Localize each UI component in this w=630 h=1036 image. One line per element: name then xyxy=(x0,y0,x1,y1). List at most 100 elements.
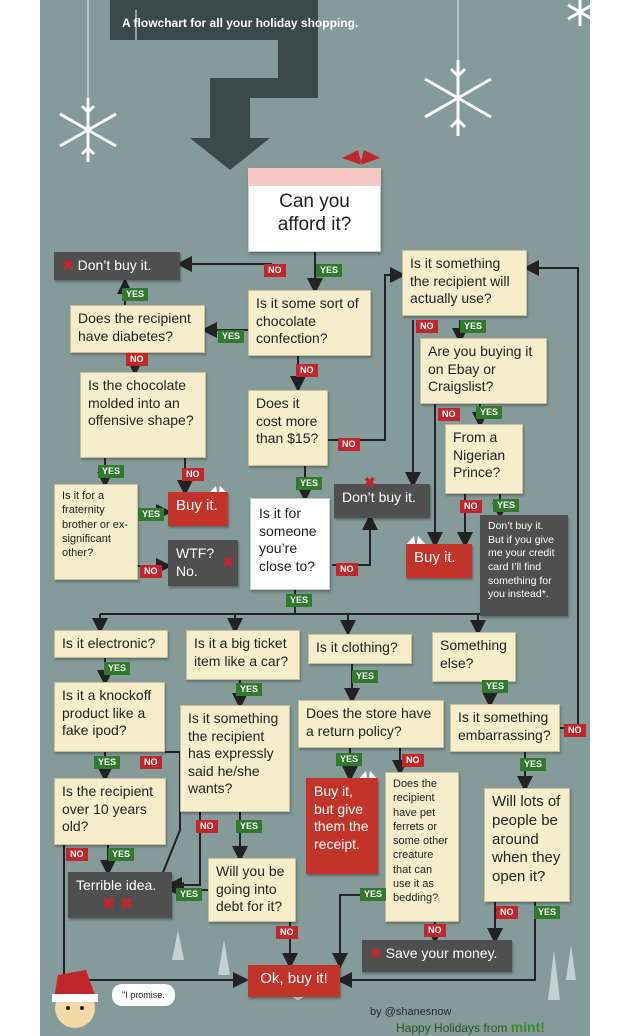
clothing-question: Is it clothing? xyxy=(308,634,412,664)
root-question: Can you afford it? xyxy=(277,191,352,236)
buy-receipt-box: Buy it, but give them the receipt. xyxy=(306,778,378,874)
save-money-label: Save your money. xyxy=(385,945,498,961)
big-ticket-question: Is it a big ticket item like a car? xyxy=(186,630,300,680)
tag-yes: YES xyxy=(482,680,509,693)
holidays-text: Happy Holidays from xyxy=(396,1021,508,1035)
wtf-box: WTF? No. ✖ xyxy=(168,540,238,586)
ok-buy-box: Ok, buy it! xyxy=(248,965,340,997)
tag-no: NO xyxy=(438,408,460,421)
byline: by @shanesnow xyxy=(370,1006,452,1018)
tag-yes: YES xyxy=(94,756,121,769)
tag-yes: YES xyxy=(236,683,263,696)
ferrets-question: Does the recipient have pet ferrets or s… xyxy=(385,772,459,922)
actually-use-question: Is it something the recipient will actua… xyxy=(402,250,527,316)
fraternity-question: Is it for a fraternity brother or ex-sig… xyxy=(54,484,138,580)
tag-yes: YES xyxy=(138,508,165,521)
tag-no: NO xyxy=(460,500,482,513)
root-question-box: Can you afford it? xyxy=(248,168,381,252)
tag-yes: YES xyxy=(520,758,547,771)
debt-question: Will you be going into debt for it? xyxy=(208,858,296,922)
tag-yes: YES xyxy=(352,670,379,683)
over-10-question: Is the recipient over 10 years old? xyxy=(54,778,166,845)
tree-1 xyxy=(218,940,230,975)
x-icon: ✖ ✖ xyxy=(102,895,134,913)
tag-no: NO xyxy=(296,364,318,377)
gift-bow-root xyxy=(342,150,380,165)
dont-buy-box-1: ✖ Don’t buy it. xyxy=(54,252,180,280)
tag-no: NO xyxy=(264,264,286,277)
x-icon: ✖ xyxy=(370,945,386,961)
tag-yes: YES xyxy=(316,264,343,277)
buy-it-box-1: Buy it. xyxy=(168,492,228,526)
mint-logo: mint! xyxy=(510,1019,545,1035)
something-else-question: Something else? xyxy=(432,632,516,682)
chocolate-question: Is it some sort of chocolate confection? xyxy=(248,290,371,356)
prince-reply: Don’t buy it. But if you give me your cr… xyxy=(480,515,568,616)
tag-no: NO xyxy=(140,756,162,769)
tag-yes: YES xyxy=(476,406,503,419)
holidays-line: Happy Holidays from mint! xyxy=(396,1019,545,1035)
x-icon: ✖ xyxy=(62,257,78,273)
terrible-label: Terrible idea. xyxy=(76,877,157,893)
snowflake-left xyxy=(59,10,137,162)
wtf-label: WTF? No. xyxy=(176,545,215,579)
tag-yes: YES xyxy=(460,320,487,333)
tree-3 xyxy=(566,945,576,980)
dont-buy-label-2: Don’t buy it. xyxy=(342,489,416,505)
molded-question: Is the chocolate molded into an offensiv… xyxy=(80,372,206,458)
return-policy-question: Does the store have a return policy? xyxy=(298,700,444,748)
lots-people-question: Will lots of people be around when they … xyxy=(484,788,570,902)
tag-no: NO xyxy=(338,438,360,451)
tag-no: NO xyxy=(402,754,424,767)
tag-no: NO xyxy=(276,926,298,939)
dont-buy-label-1: Don’t buy it. xyxy=(77,257,152,273)
tag-yes: YES xyxy=(108,848,135,861)
tag-yes: YES xyxy=(176,888,203,901)
ebay-question: Are you buying it on Ebay or Craigslist? xyxy=(420,338,547,404)
tag-no: NO xyxy=(66,848,88,861)
tag-yes: YES xyxy=(534,906,561,919)
expressly-question: Is it something the recipient has expres… xyxy=(180,705,290,812)
tag-no: NO xyxy=(336,563,358,576)
intro-arrow xyxy=(110,0,318,170)
tag-no: NO xyxy=(126,353,148,366)
subtitle: A flowchart for all your holiday shoppin… xyxy=(122,16,359,30)
tag-no: NO xyxy=(424,924,446,937)
x-icon: ✖ xyxy=(364,474,376,490)
snowflake-right xyxy=(424,60,492,136)
tag-yes: YES xyxy=(336,753,363,766)
snowflake-top-right xyxy=(567,0,590,26)
embarrassing-question: Is it something embarrassing? xyxy=(450,704,560,752)
tag-yes: YES xyxy=(98,465,125,478)
tag-yes: YES xyxy=(104,662,131,675)
knockoff-question: Is it a knockoff product like a fake ipo… xyxy=(54,682,165,752)
promise-text: "I promise. xyxy=(122,990,165,1000)
terrible-box: Terrible idea. ✖ ✖ xyxy=(68,872,172,918)
tag-no: NO xyxy=(564,724,586,737)
cost-question: Does it cost more than $15? xyxy=(248,390,328,466)
electronic-question: Is it electronic? xyxy=(54,630,168,658)
tag-no: NO xyxy=(140,565,162,578)
tag-no: NO xyxy=(196,820,218,833)
tag-yes: YES xyxy=(493,499,520,512)
tag-yes: YES xyxy=(360,888,387,901)
diabetes-question: Does the recipient have diabetes? xyxy=(70,305,205,353)
tag-yes: YES xyxy=(122,288,149,301)
flowchart-board: A flowchart for all your holiday shoppin… xyxy=(40,0,590,1036)
promise-bubble: "I promise. xyxy=(112,984,175,1006)
x-icon: ✖ xyxy=(222,554,234,570)
dont-buy-box-2: Don’t buy it.✖ xyxy=(334,474,430,518)
tag-no: NO xyxy=(416,320,438,333)
tree-2 xyxy=(548,950,560,1000)
tag-yes: YES xyxy=(236,820,263,833)
close-to-question: Is it for someone you’re close to? xyxy=(250,498,330,590)
tag-yes: YES xyxy=(286,594,313,607)
tag-no: NO xyxy=(182,468,204,481)
nigerian-question: From a Nigerian Prince? xyxy=(445,424,523,494)
elf-avatar xyxy=(52,970,98,1028)
buy-it-box-2: Buy it. xyxy=(406,544,472,578)
save-money-box: ✖ Save your money. xyxy=(362,940,512,972)
tag-yes: YES xyxy=(218,330,245,343)
tag-yes: YES xyxy=(296,477,323,490)
tag-no: NO xyxy=(496,906,518,919)
